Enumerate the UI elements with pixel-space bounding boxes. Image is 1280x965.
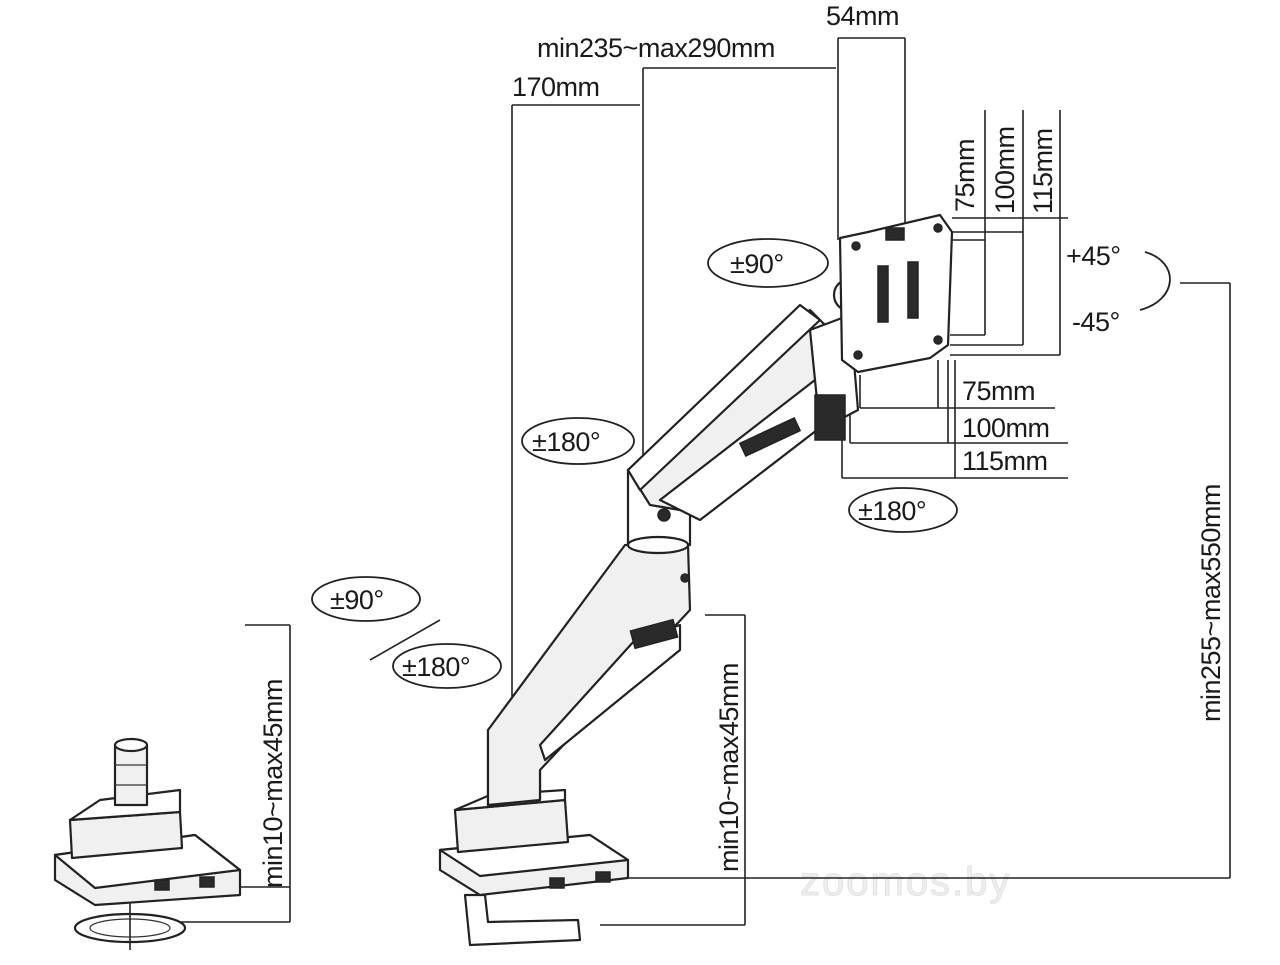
vesa-horizontal-dimension-lines [841,360,1068,479]
elbow-rotation-label: ±180° [532,427,600,457]
height-range-label: min255~max550mm [1196,484,1226,722]
base-swivel-90-label: ±90° [330,585,384,615]
vesa-h-75-label: 75mm [962,376,1035,406]
height-dimension-lines [590,282,1231,879]
offset-54-label: 54mm [826,1,899,31]
vesa-h-100-label: 100mm [962,413,1050,443]
base-swivel-180-label: ±180° [402,652,470,682]
vesa-rotation-label: ±180° [858,496,926,526]
vesa-v-115-label: 115mm [1028,128,1058,214]
left-clamp-illustration [53,737,242,950]
tilt-up-label: +45° [1066,241,1121,271]
clamp-range-center-label: min10~max45mm [714,663,744,872]
vesa-vertical-dimension-lines [948,110,1068,356]
head-swivel-label: ±90° [730,249,784,279]
base-clamp-illustration [438,788,630,947]
watermark: zoomos.by [800,860,1011,904]
dimension-labels: 54mm min235~max290mm 170mm 75mm 100mm 11… [258,1,1226,888]
reach-range-label: min235~max290mm [537,33,775,63]
vesa-v-100-label: 100mm [990,126,1020,214]
clamp-range-left-label: min10~max45mm [258,679,288,888]
rotation-ellipses [311,238,1171,689]
vesa-h-115-label: 115mm [962,446,1048,476]
rotation-labels: ±90° +45° -45° ±180° ±180° ±90° ±180° [330,241,1121,682]
monitor-arm-illustration [486,213,954,807]
top-dimension-lines [511,37,906,700]
tilt-down-label: -45° [1072,307,1120,337]
vesa-v-75-label: 75mm [950,139,980,212]
arm-170-label: 170mm [512,72,600,102]
